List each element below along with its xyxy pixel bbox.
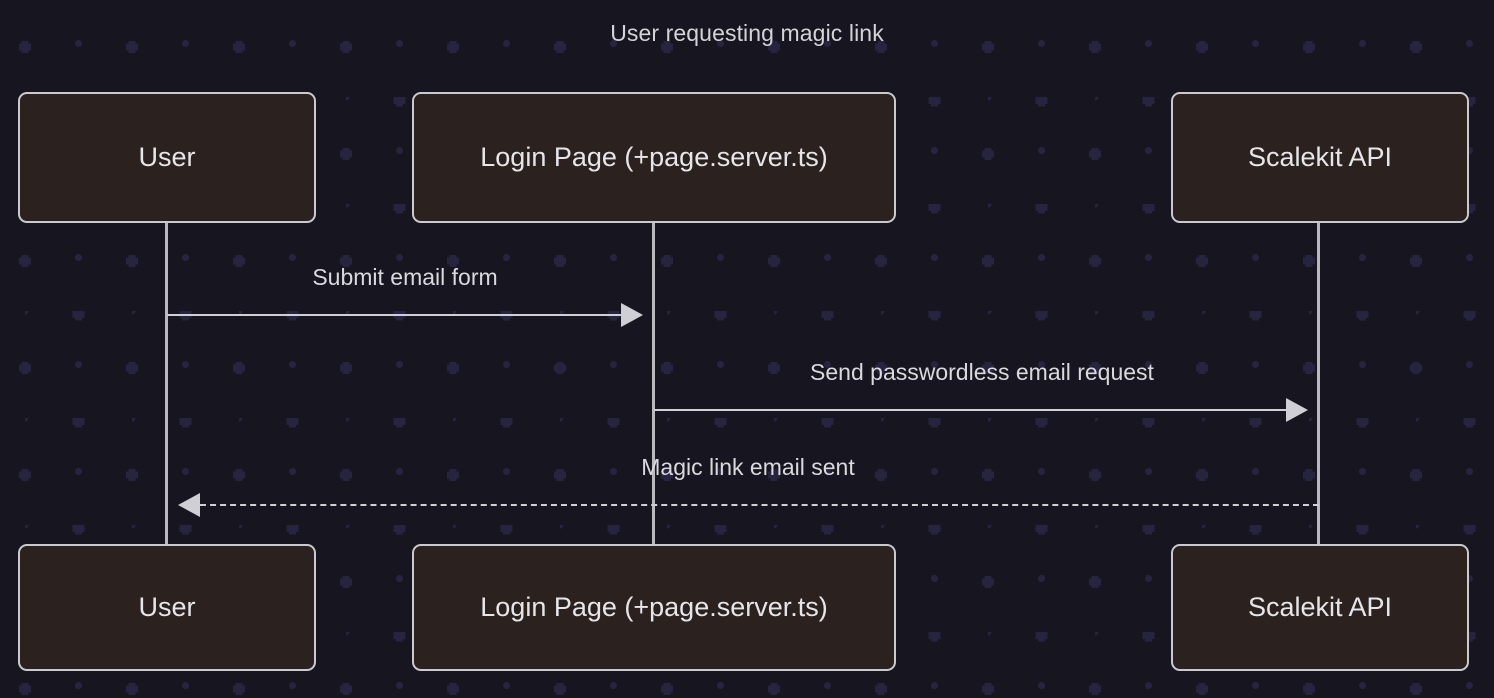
actor-label-user-top: User (138, 142, 196, 172)
actor-box-login-page-bottom[interactable]: Login Page (+page.server.ts) (412, 544, 896, 671)
message-arrowhead-submit-email-form (621, 303, 643, 327)
message-line-send-passwordless-email-request (654, 409, 1286, 411)
message-line-submit-email-form (167, 314, 621, 316)
page-title: User requesting magic link (610, 20, 884, 46)
message-arrowhead-send-passwordless-email-request (1286, 398, 1308, 422)
lifeline-login-page (652, 223, 655, 544)
message-line-magic-link-email-sent (200, 504, 1319, 506)
actor-box-user-top[interactable]: User (18, 92, 316, 223)
message-label-submit-email-form: Submit email form (312, 264, 498, 290)
lifeline-scalekit-api (1317, 223, 1320, 544)
actor-label-scalekit-api-top: Scalekit API (1247, 142, 1393, 172)
actor-box-login-page-top[interactable]: Login Page (+page.server.ts) (412, 92, 896, 223)
actor-label-login-page-bottom: Login Page (+page.server.ts) (480, 592, 828, 622)
actor-box-scalekit-api-bottom[interactable]: Scalekit API (1171, 544, 1469, 671)
actor-box-scalekit-api-top[interactable]: Scalekit API (1171, 92, 1469, 223)
actor-label-scalekit-api-bottom: Scalekit API (1247, 592, 1393, 622)
message-label-send-passwordless-email-request: Send passwordless email request (810, 359, 1154, 385)
actor-label-user-bottom: User (138, 592, 196, 622)
message-arrowhead-magic-link-email-sent (178, 493, 200, 517)
message-label-magic-link-email-sent: Magic link email sent (641, 454, 855, 480)
actor-box-user-bottom[interactable]: User (18, 544, 316, 671)
lifeline-user (165, 223, 168, 544)
actor-label-login-page-top: Login Page (+page.server.ts) (480, 142, 828, 172)
